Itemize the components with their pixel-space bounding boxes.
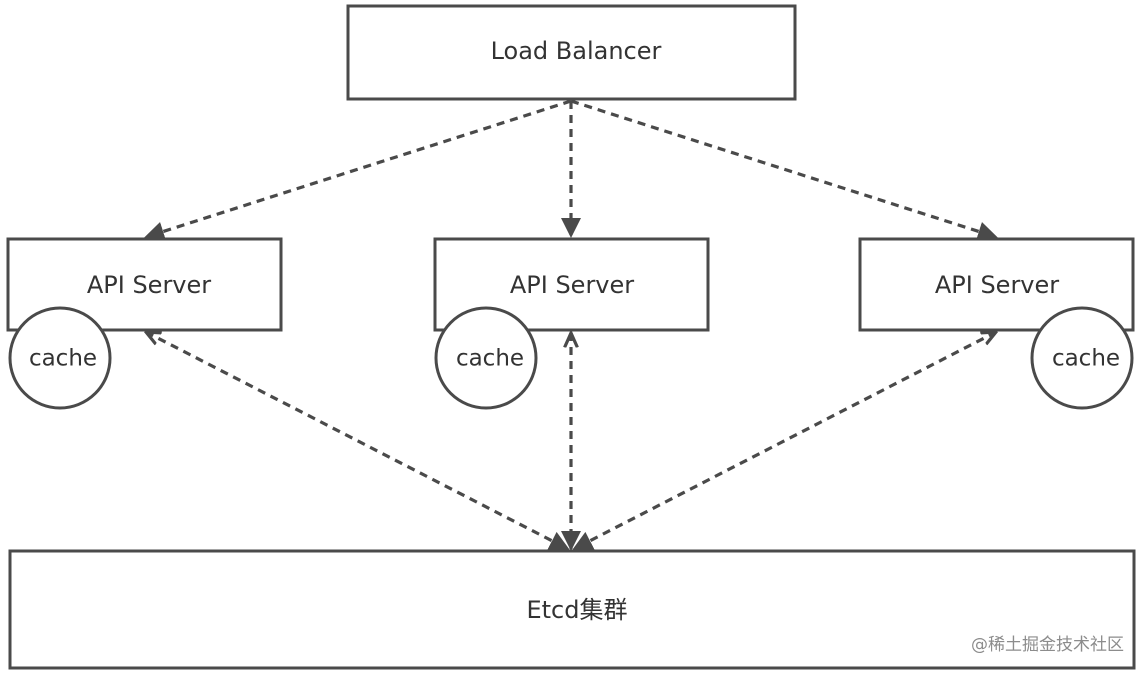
edge-api-server-1-etcd [146, 332, 568, 551]
edge-lb-to-api-server-3 [570, 99, 998, 242]
load-balancer-label: Load Balancer [491, 37, 662, 65]
api-server-1-label: API Server [87, 271, 211, 299]
load-balancer-node: Load Balancer [346, 4, 797, 101]
api-server-3-label: API Server [935, 271, 1059, 299]
etcd-cluster-label: Etcd集群 [526, 596, 627, 624]
api-server-node-2: API Server cache [433, 237, 710, 410]
cache-1-circle [8, 306, 112, 410]
api-server-node-3: API Server cache [858, 237, 1135, 410]
cache-2-label: cache [456, 346, 524, 372]
api-server-2-label: API Server [510, 271, 634, 299]
cache-3-label: cache [1052, 346, 1120, 372]
edge-api-server-3-etcd [574, 332, 996, 551]
watermark-text: @稀土掘金技术社区 [971, 635, 1124, 655]
cache-1-label: cache [29, 346, 97, 372]
cache-3-circle [1030, 306, 1134, 410]
cache-2-circle [434, 306, 538, 410]
api-server-node-1: API Server cache [6, 237, 283, 410]
etcd-cluster-node: Etcd集群 [8, 549, 1136, 670]
edge-lb-to-api-server-1 [144, 99, 572, 242]
